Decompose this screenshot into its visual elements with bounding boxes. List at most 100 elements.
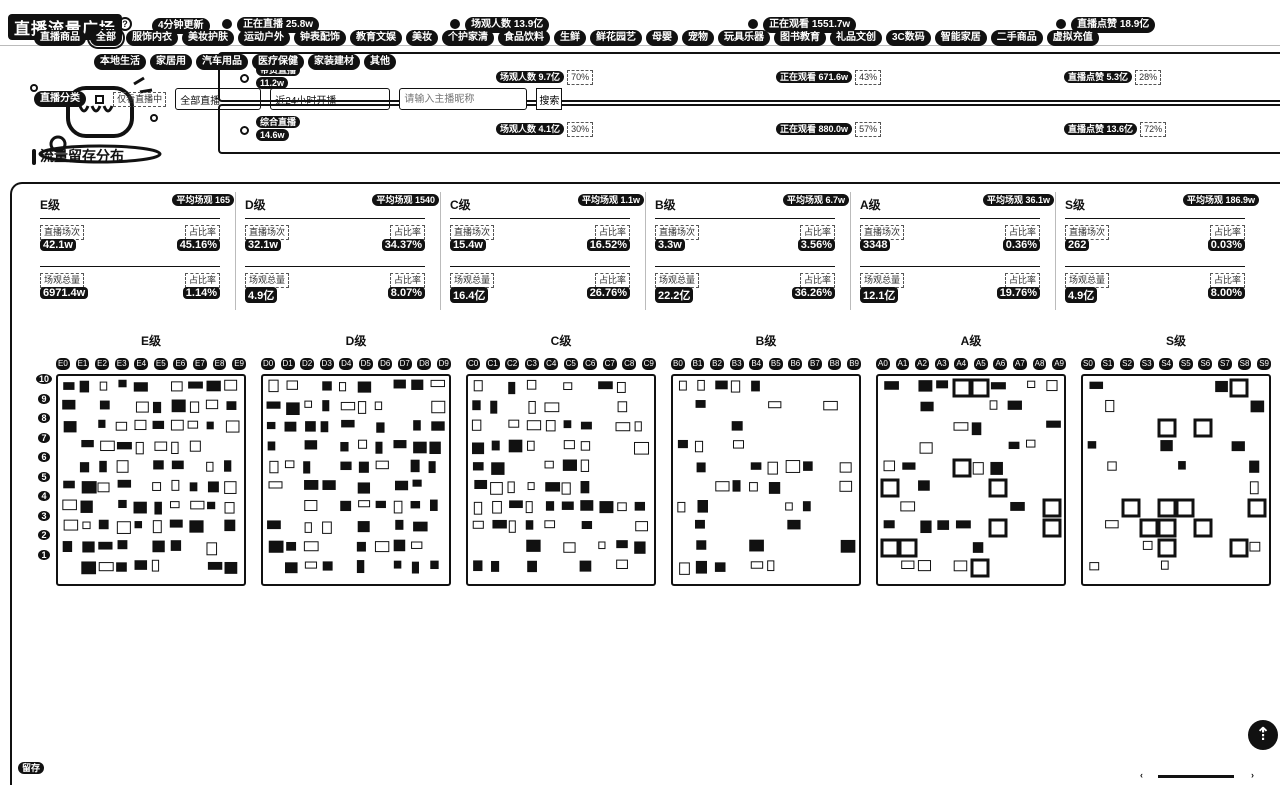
grid-cell (526, 379, 537, 390)
category-tab[interactable]: 全部 (87, 27, 125, 49)
grid-cell (266, 401, 281, 409)
category-tab[interactable]: 汽车用品 (196, 54, 248, 70)
heart-icon (1056, 19, 1066, 30)
grid-column-label: S3 (1139, 358, 1154, 370)
live-row-general[interactable]: 综合直播 14.6w 场观人数 4.1亿 30% 正在观看 880.0w 57%… (218, 104, 1280, 154)
radio-icon[interactable] (240, 126, 249, 135)
grid-cells (261, 374, 451, 586)
metric-value: 0.03% (1207, 239, 1245, 251)
scroll-left-icon[interactable]: ‹ (1140, 770, 1143, 780)
metric-value: 12.1亿 (860, 287, 899, 303)
grid-cell (116, 521, 131, 534)
grid-cell (152, 540, 165, 553)
grid-column-label: C9 (641, 358, 656, 370)
category-tab[interactable]: 母婴 (646, 30, 678, 46)
grid-cell (133, 501, 147, 514)
grid-cell (171, 381, 183, 392)
metric-value: 45.16% (176, 239, 220, 251)
metric-label: 占比率 (389, 225, 425, 240)
category-tab[interactable]: 本地生活 (94, 54, 146, 70)
grid-cell (411, 541, 423, 549)
category-tab[interactable]: 食品饮料 (498, 30, 550, 46)
category-tab[interactable]: 直播商品 (34, 30, 86, 46)
grid-cell (395, 519, 404, 530)
grid-cell (526, 420, 542, 431)
category-tab[interactable]: 虚拟充值 (1046, 30, 1099, 46)
category-tab[interactable]: 3C数码 (886, 30, 931, 46)
time-range-select[interactable]: 近24小时开播 (270, 88, 391, 110)
grid-cell (117, 540, 128, 550)
grid-cell (616, 540, 628, 549)
category-tab[interactable]: 礼品文创 (830, 30, 882, 46)
grid-cell (206, 542, 218, 556)
search-button[interactable]: 搜索 (536, 88, 563, 110)
horizontal-scrollbar[interactable]: ‹ › (1140, 770, 1254, 782)
grid-cell (413, 521, 428, 532)
grid-column-label: B1 (690, 358, 705, 370)
scroll-right-icon[interactable]: › (1251, 770, 1254, 780)
grid-cell (634, 501, 646, 511)
category-tab[interactable]: 智能家居 (934, 30, 987, 46)
grid-cell (1142, 540, 1153, 550)
grid-cell (410, 459, 420, 473)
grid-cell (284, 460, 295, 469)
main-panel (10, 182, 1280, 785)
live-row-ecommerce[interactable]: 带货直播 11.2w 场观人数 9.7亿 70% 正在观看 671.6w 43%… (218, 52, 1280, 102)
radio-icon[interactable] (240, 74, 249, 83)
scroll-thumb[interactable] (1158, 775, 1234, 778)
category-tab[interactable]: 图书教育 (774, 30, 826, 46)
grid-cell (115, 421, 128, 431)
category-tab[interactable]: 运动户外 (238, 30, 290, 46)
grid-cell (490, 400, 498, 414)
metric-label: 占比率 (1004, 273, 1040, 288)
grid-cell (153, 460, 164, 470)
metric-value: 19.76% (996, 287, 1040, 299)
only-live-checkbox[interactable] (95, 94, 105, 104)
grid-cell (561, 482, 571, 495)
category-tab[interactable]: 美妆 (406, 30, 438, 46)
grid-cell (189, 440, 201, 452)
metric-label: 场观总量 (450, 273, 495, 288)
category-tab[interactable]: 生鲜 (554, 30, 586, 46)
live-scope-select[interactable]: 全部直播 (175, 88, 262, 110)
grid-cell (116, 460, 129, 473)
category-tab[interactable]: 医疗保健 (252, 54, 304, 70)
category-tab[interactable]: 宠物 (682, 30, 714, 46)
grid-column-label: D9 (436, 358, 451, 370)
live-type-name: 综合直播 14.6w (256, 116, 301, 142)
category-tab[interactable]: 家居用 (150, 54, 192, 70)
grid-cell (341, 419, 355, 428)
category-tab[interactable]: 服饰内衣 (126, 30, 178, 46)
grid-column-label: B4 (749, 358, 764, 370)
grid-cell (544, 520, 556, 529)
back-to-top-icon[interactable]: ⇡ (1248, 720, 1278, 750)
search-input[interactable] (399, 88, 528, 110)
category-tabs: 直播商品全部服饰内衣美妆护肤运动户外钟表配饰教育文娱美妆个护家清食品饮料生鲜鲜花… (34, 27, 1234, 78)
category-tab[interactable]: 美妆护肤 (182, 30, 234, 46)
category-tab[interactable]: 玩具乐器 (718, 30, 770, 46)
grid-cell (509, 500, 523, 509)
grid-cell (561, 501, 574, 510)
grid-cell (205, 399, 219, 410)
grid-cell (98, 562, 114, 572)
category-tab[interactable]: 个护家清 (442, 30, 494, 46)
grid-cell (634, 441, 650, 455)
grid-cell (731, 421, 743, 431)
grid-cell (936, 380, 949, 389)
metric-value: 262 (1065, 239, 1090, 251)
category-tab[interactable]: 家装建材 (308, 54, 360, 70)
category-tab[interactable]: 其他 (364, 54, 396, 70)
category-tab[interactable]: 教育文娱 (350, 30, 402, 46)
help-icon[interactable]: ? (118, 17, 132, 31)
category-tab[interactable]: 二手商品 (990, 30, 1043, 46)
grid-cell (616, 381, 626, 393)
category-tab[interactable]: 钟表配饰 (294, 30, 346, 46)
category-tab[interactable]: 鲜花园艺 (590, 30, 642, 46)
